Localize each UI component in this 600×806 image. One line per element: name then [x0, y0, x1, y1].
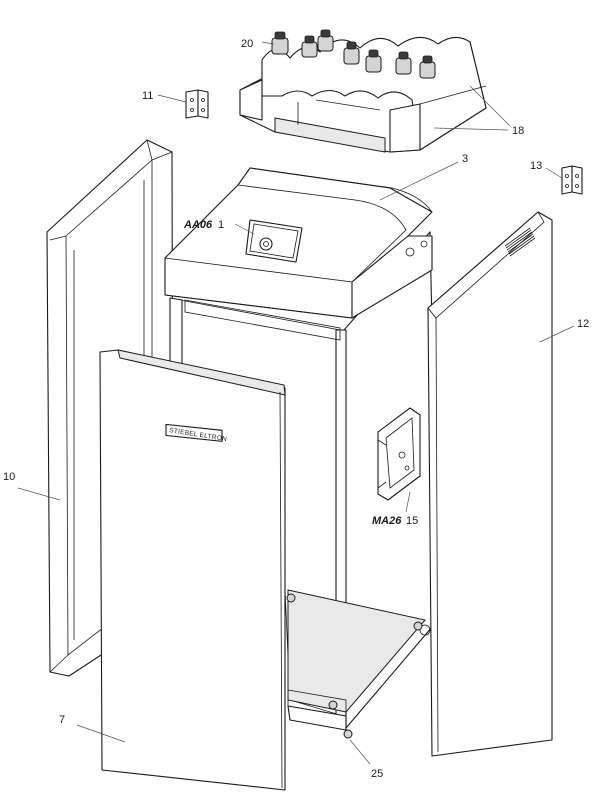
leader-lines	[17, 41, 575, 765]
hinge-13	[561, 165, 583, 195]
label-11: 11	[142, 90, 153, 102]
label-13: 13	[530, 160, 542, 172]
label-12: 12	[577, 318, 589, 330]
hinge-11	[185, 89, 209, 119]
label-1: 1	[218, 219, 224, 231]
front-door-panel: STIEBEL ELTRON	[99, 349, 286, 791]
label-25: 25	[371, 768, 383, 780]
valve-fittings	[271, 29, 436, 79]
control-panel	[245, 219, 303, 263]
label-3: 3	[462, 153, 468, 165]
label-7: 7	[59, 714, 65, 726]
right-side-panel	[427, 211, 553, 757]
vent-slots	[504, 227, 536, 257]
callout-labels: 20 11 18 3 13 AA06 1 12 10 MA26 15 7 25	[3, 38, 589, 780]
hydraulic-insulation-block	[239, 29, 487, 153]
code-motor: MA26	[372, 515, 402, 527]
code-display: AA06	[183, 219, 213, 231]
label-20: 20	[241, 38, 253, 50]
label-10: 10	[3, 471, 15, 483]
label-18: 18	[512, 125, 524, 137]
label-15: 15	[406, 515, 418, 527]
pump-module	[377, 407, 421, 501]
